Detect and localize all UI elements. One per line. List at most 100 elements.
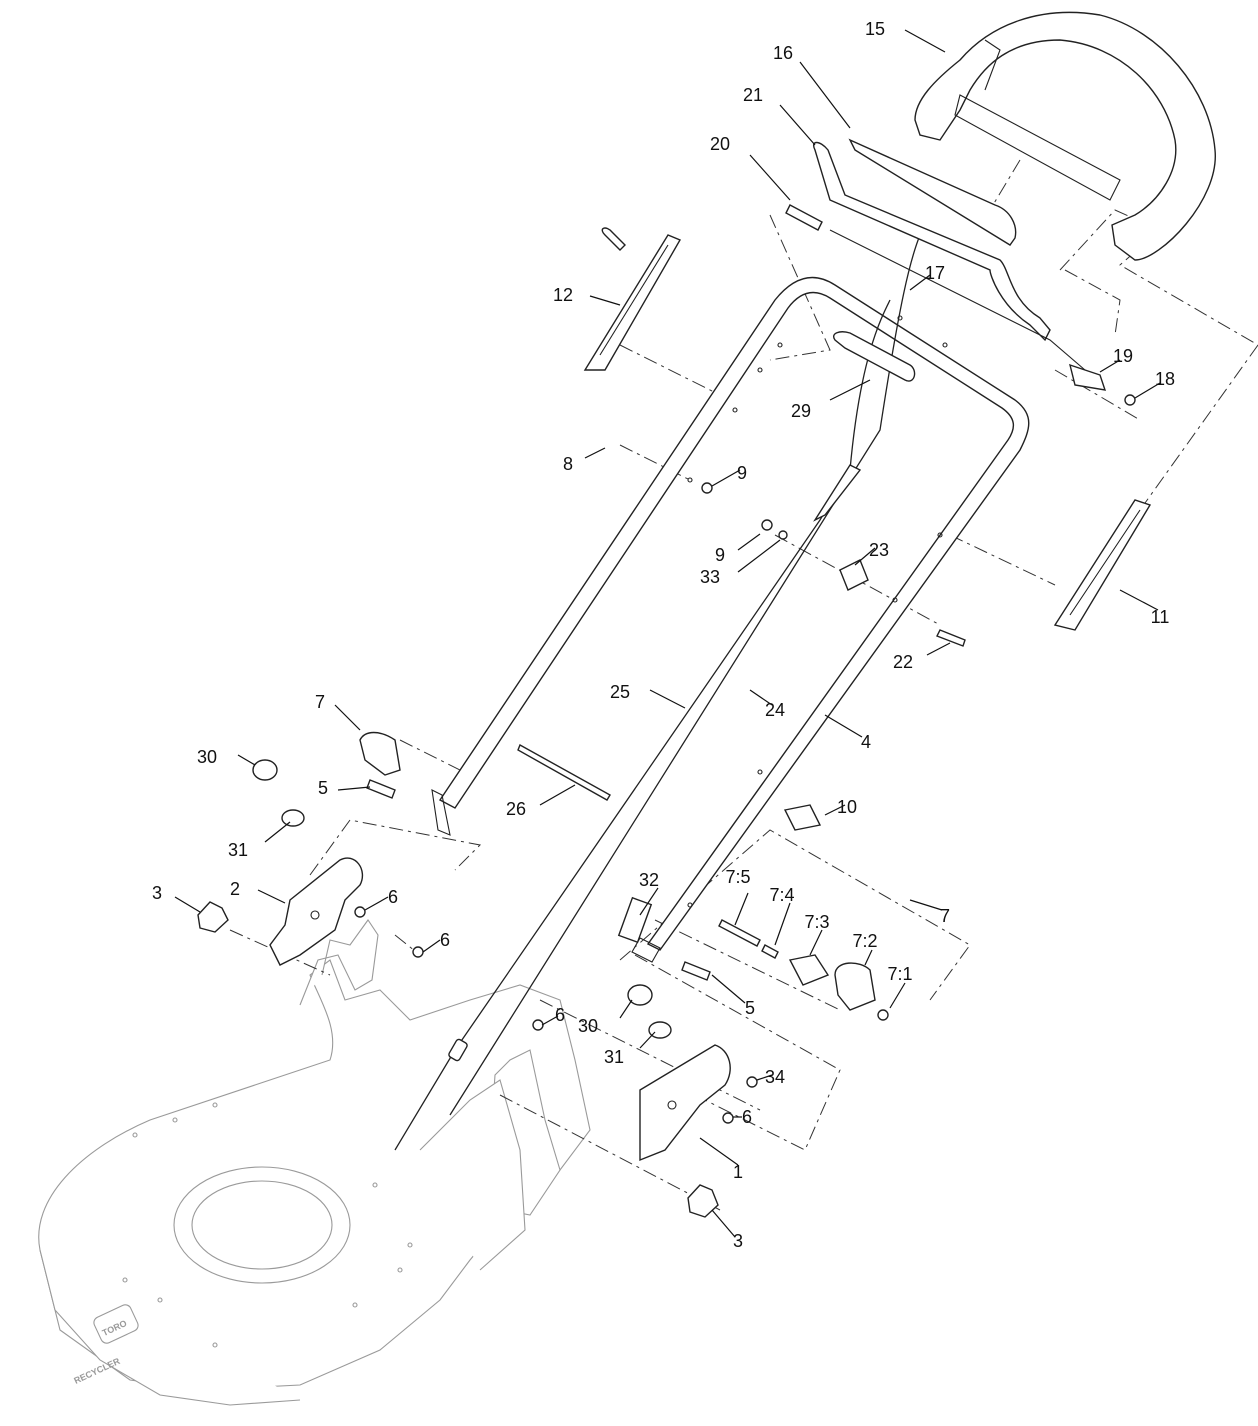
callout-leader-c21 xyxy=(779,104,816,146)
grip-29 xyxy=(833,331,916,382)
callout-leader-c74 xyxy=(774,902,791,946)
bail-bar-16 xyxy=(848,138,1017,246)
callout-leader-c15 xyxy=(904,29,946,53)
knob-3-left xyxy=(197,901,229,933)
callout-leader-c71 xyxy=(889,982,906,1009)
pin-5-lower xyxy=(681,961,711,981)
callout-leader-c33 xyxy=(737,539,781,573)
callout-leader-c7a xyxy=(334,704,361,731)
callout-label-c16: 16 xyxy=(773,43,793,63)
callout-label-c5b: 5 xyxy=(745,998,755,1018)
height-adjuster-assembly xyxy=(681,919,889,1021)
callout-label-c3a: 3 xyxy=(152,883,162,903)
callout-label-c12: 12 xyxy=(553,285,573,305)
cap-30-right xyxy=(627,984,653,1006)
deck-rear-bracket-left xyxy=(299,919,379,1006)
callout-label-c2: 2 xyxy=(230,879,240,899)
callout-leader-c9a xyxy=(711,469,741,487)
cable-ferrule xyxy=(448,1038,468,1062)
washer-33 xyxy=(778,530,788,540)
callout-leader-c4 xyxy=(824,714,863,738)
tie-26 xyxy=(517,744,611,801)
callout-leader-c7b xyxy=(909,899,943,911)
callout-label-c33: 33 xyxy=(700,567,720,587)
washer-34 xyxy=(746,1076,758,1088)
callout-leader-c5b xyxy=(711,974,746,1004)
callout-leader-c20 xyxy=(749,154,791,201)
callout-label-c18: 18 xyxy=(1155,369,1175,389)
callout-leader-c3b xyxy=(711,1209,736,1238)
callout-label-c30b: 30 xyxy=(578,1016,598,1036)
mower-deck: TORO RECYCLER xyxy=(38,919,591,1406)
callout-leader-c30b xyxy=(619,999,633,1019)
bolt-22 xyxy=(936,629,966,647)
knob-7-upper xyxy=(359,731,401,776)
lower-handle xyxy=(431,276,1030,963)
pivot-31-left xyxy=(281,809,305,827)
callout-label-c72: 7:2 xyxy=(852,931,877,951)
nut-6c xyxy=(532,1019,544,1031)
callout-label-c23: 23 xyxy=(869,540,889,560)
callout-label-c11: 11 xyxy=(1151,607,1170,627)
callout-label-c7b: 7 xyxy=(940,906,950,926)
callout-leader-c23 xyxy=(854,547,876,566)
callout-label-c29: 29 xyxy=(791,401,811,421)
callout-label-c75: 7:5 xyxy=(725,867,750,887)
callout-leader-c31a xyxy=(264,821,291,843)
callout-label-c15: 15 xyxy=(865,19,885,39)
callout-leader-c2 xyxy=(257,889,286,904)
cap-7-1 xyxy=(877,1009,889,1021)
upper-handle-assembly xyxy=(785,11,1216,406)
pivot-31-right xyxy=(648,1021,672,1039)
nut-9b xyxy=(761,519,773,531)
deck-front-lip xyxy=(39,1249,301,1406)
callout-leader-c24 xyxy=(749,689,773,706)
cables xyxy=(394,234,921,1151)
callout-leader-c6b xyxy=(422,939,441,953)
callout-leader-c6c xyxy=(541,1015,559,1026)
callout-label-c34: 34 xyxy=(765,1067,785,1087)
callout-label-c6c: 6 xyxy=(555,1005,565,1025)
bracket-32 xyxy=(617,896,653,944)
callout-label-c9a: 9 xyxy=(737,463,747,483)
callout-label-c7a: 7 xyxy=(315,692,325,712)
callout-label-c73: 7:3 xyxy=(804,912,829,932)
callout-label-c6b: 6 xyxy=(440,930,450,950)
callout-leader-c75 xyxy=(734,892,749,926)
cap-30-left xyxy=(252,759,278,781)
callout-label-c22: 22 xyxy=(893,652,913,672)
brand-plate xyxy=(93,1304,139,1344)
callout-leader-c9b xyxy=(737,533,761,551)
callout-label-c30a: 30 xyxy=(197,747,217,767)
callout-leader-c5a xyxy=(337,786,371,791)
assembly-centerlines xyxy=(229,159,1258,1211)
callout-label-c8: 8 xyxy=(563,454,573,474)
spring-7-4 xyxy=(761,944,779,959)
knob-3-right xyxy=(687,1184,719,1218)
callout-leader-c73 xyxy=(809,929,823,956)
callout-label-c6d: 6 xyxy=(742,1107,752,1127)
callout-leader-c31b xyxy=(639,1031,656,1049)
upper-handle-15 xyxy=(914,11,1216,261)
callout-leader-c19 xyxy=(1099,359,1121,373)
callout-label-c71: 7:1 xyxy=(887,964,912,984)
callout-leader-c32 xyxy=(639,887,659,916)
pin-7-5 xyxy=(718,919,761,947)
cord-guide-11 xyxy=(1053,499,1152,631)
control-rod-17 xyxy=(829,229,1086,371)
callout-leader-c6a xyxy=(364,896,389,911)
nut-6b xyxy=(412,946,424,958)
callout-leader-c34 xyxy=(756,1074,773,1081)
nut-6a xyxy=(354,906,366,918)
cable-24 xyxy=(449,234,921,1116)
knob-7-2 xyxy=(834,962,876,1011)
callout-leader-c12 xyxy=(589,295,621,306)
callout-leader-c11 xyxy=(1119,589,1159,611)
adjuster-23 xyxy=(839,559,869,591)
bushing-19 xyxy=(1069,363,1107,391)
spring-20 xyxy=(785,204,823,231)
callout-leader-c72 xyxy=(864,949,873,966)
